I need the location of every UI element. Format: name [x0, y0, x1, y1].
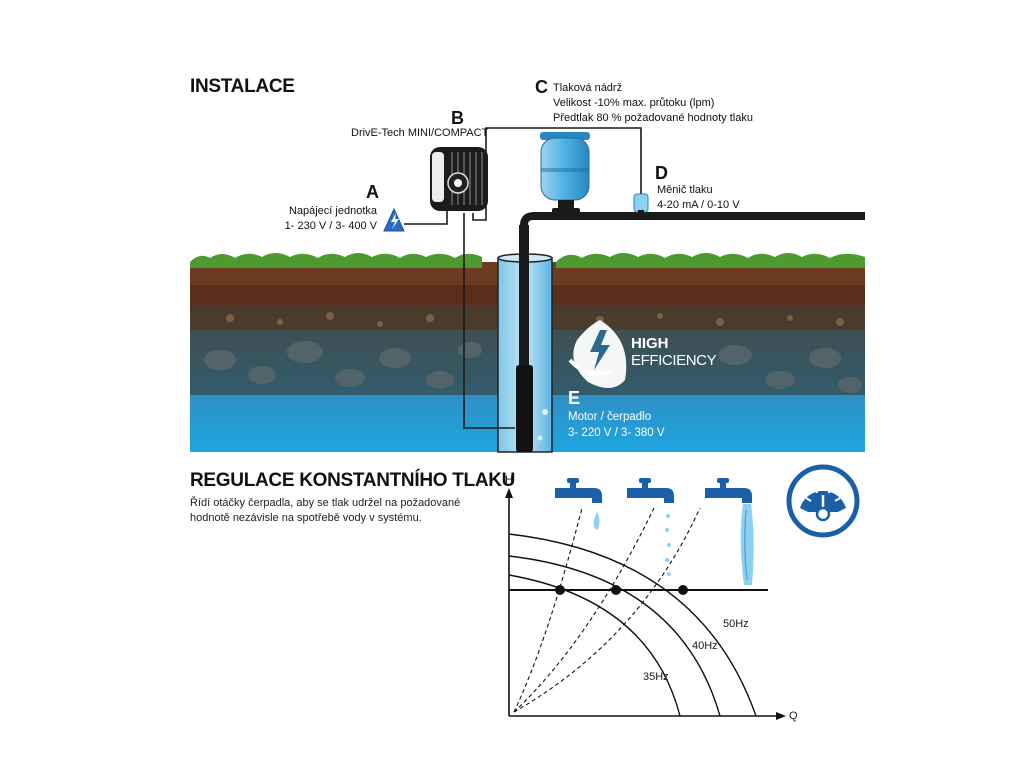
faucet-icon [555, 478, 602, 530]
label-d-letter: D [655, 163, 668, 183]
regulation-description: Řídí otáčky čerpadla, aby se tlak udržel… [190, 497, 461, 524]
label-a-letter: A [366, 182, 379, 202]
badge-efficiency: EFFICIENCY [631, 352, 717, 369]
label-a-line1: Napájecí jednotka [288, 205, 377, 217]
pump-motor [516, 225, 533, 452]
controller-icon [430, 147, 488, 211]
label-e-line2: 3- 220 V / 3- 380 V [568, 427, 665, 439]
operating-points [555, 585, 688, 595]
label-e-line1: Motor / čerpadlo [568, 411, 652, 423]
chart-axes [505, 488, 786, 720]
curve-35hz [508, 574, 681, 717]
label-b-line1: DrivE-Tech MINI/COMPACT [351, 127, 489, 139]
label-d-line2: 4-20 mA / 0-10 V [657, 199, 740, 211]
operating-point [611, 585, 621, 595]
faucet-icon [705, 478, 754, 585]
x-axis-label: Q [789, 710, 798, 722]
label-c-line2: Velikost -10% max. průtoku (lpm) [553, 97, 715, 109]
label-d-line1: Měnič tlaku [657, 184, 713, 196]
pressure-tank-icon [540, 132, 590, 218]
curve-50hz [508, 533, 757, 717]
label-c-line1: Tlaková nádrž [553, 82, 623, 94]
leaf-bolt-icon [568, 320, 627, 389]
installation-title: INSTALACE [190, 76, 295, 97]
curve-40hz [508, 555, 721, 717]
discharge-pipe [520, 212, 865, 226]
pressure-gauge-icon [786, 464, 860, 538]
curve-label-35hz: 35Hz [643, 671, 669, 683]
y-axis-label: H [505, 474, 513, 486]
regulation-title: REGULACE KONSTANTNÍHO TLAKU [190, 470, 516, 491]
label-c-letter: C [535, 77, 548, 97]
warning-bolt-icon [383, 207, 405, 232]
curve-label-50hz: 50Hz [723, 618, 749, 630]
faucet-icon [627, 478, 674, 576]
pump-curves [508, 533, 757, 717]
operating-point [678, 585, 688, 595]
label-e-letter: E [568, 388, 581, 408]
label-c-line3: Předtlak 80 % požadované hodnoty tlaku [553, 112, 753, 124]
operating-point [555, 585, 565, 595]
badge-high: HIGH [631, 335, 669, 352]
curve-label-40hz: 40Hz [692, 640, 718, 652]
label-a-line2: 1- 230 V / 3- 400 V [284, 220, 377, 232]
installation-diagram [190, 127, 865, 453]
label-b-letter: B [451, 108, 464, 128]
system-curves [513, 507, 701, 713]
pressure-sensor-icon [633, 193, 649, 214]
